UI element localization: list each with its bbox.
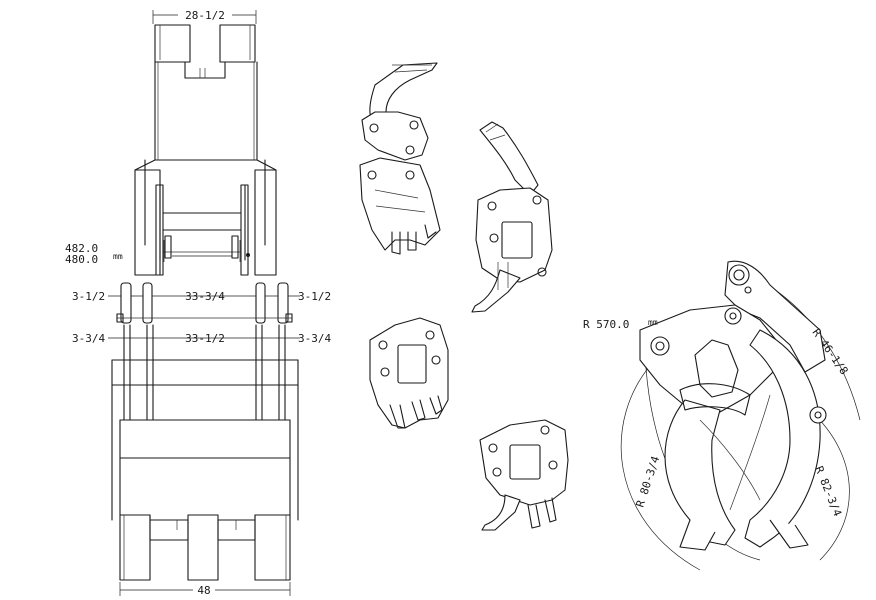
grapple-iso-closed-1 xyxy=(369,317,449,429)
dim-radius-pin-unit: mm xyxy=(648,318,658,327)
dim-radius-right: R 82-3/4 xyxy=(812,464,844,518)
dim-upper-ear-right: 3-1/2 xyxy=(298,290,331,303)
dim-upper-ear-inner: 33-3/4 xyxy=(185,290,225,303)
dim-radius-pin: R 570.0 xyxy=(583,318,629,331)
dim-pin-center-unit: mm xyxy=(113,252,123,261)
grapple-iso-open-2 xyxy=(471,121,553,313)
dim-pin-center-bottom: 480.0 xyxy=(65,253,98,266)
dim-lower-ear-left: 3-3/4 xyxy=(72,332,105,345)
front-view: 28-1/2 482.0 480.0 mm 3-1 xyxy=(65,9,331,597)
dim-upper-ear-left: 3-1/2 xyxy=(72,290,105,303)
dim-lower-ear-right: 3-3/4 xyxy=(298,332,331,345)
dim-lower-ear-inner: 33-1/2 xyxy=(185,332,225,345)
dim-radius-left: R 80-3/4 xyxy=(633,454,662,509)
side-view: R 570.0 mm R 46-1/8 R 80-3/4 R 82-3/4 xyxy=(583,260,861,571)
dim-bottom-width: 48 xyxy=(197,584,210,597)
grapple-iso-closed-2 xyxy=(479,419,569,531)
grapple-iso-open-1 xyxy=(359,62,441,255)
dim-top-width: 28-1/2 xyxy=(185,9,225,22)
dim-pin-center-top: 482.0 xyxy=(65,242,98,255)
